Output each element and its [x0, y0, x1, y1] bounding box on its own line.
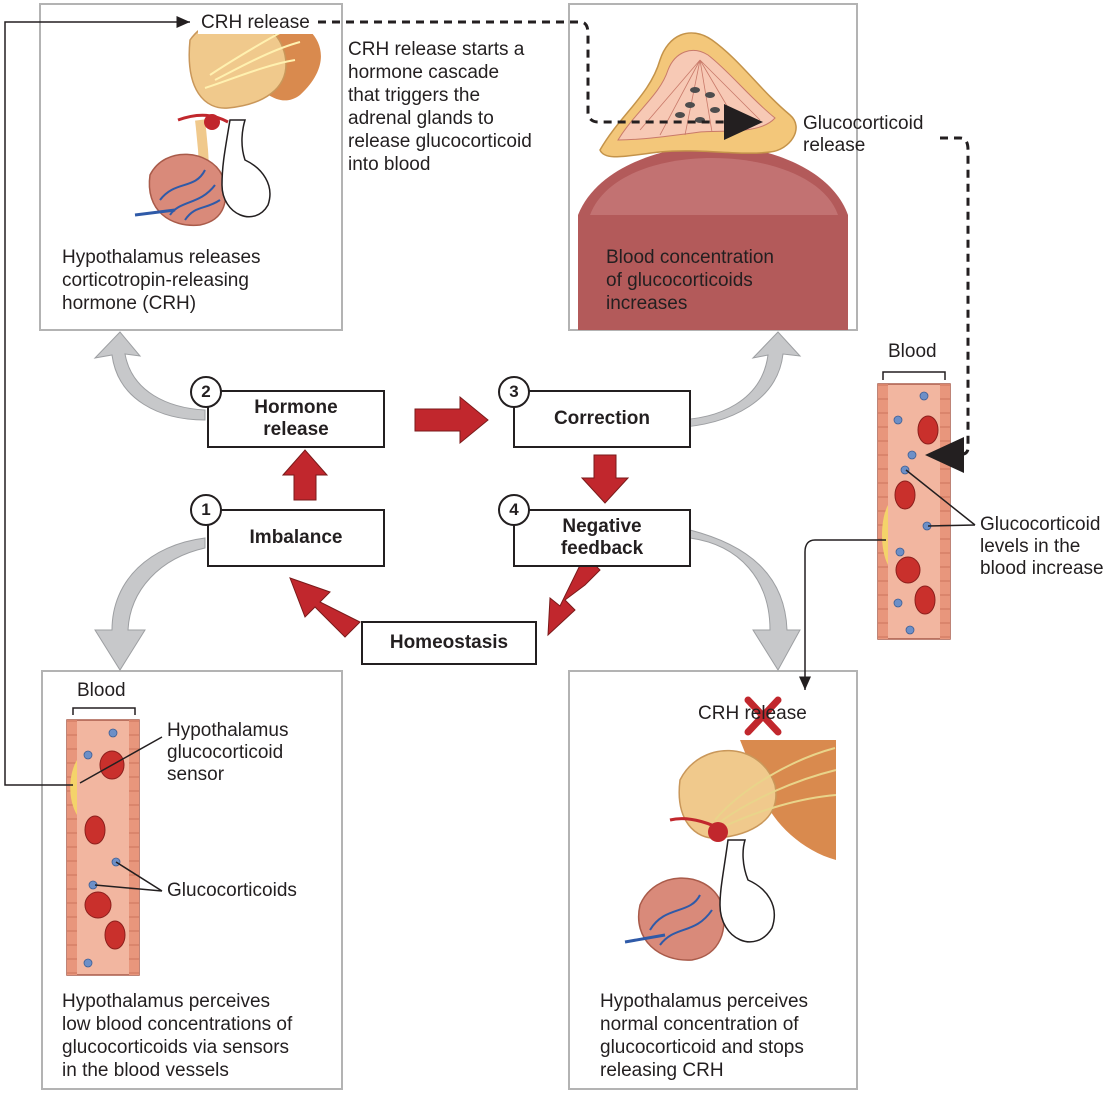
sensor-to-crh-stopped-line: [799, 539, 886, 690]
homeostasis-box: Homeostasis: [361, 621, 537, 665]
caption-blood-concentration-increases: Blood concentration of glucocorticoids i…: [606, 247, 774, 314]
step-box-negative-feedback: Negative feedback: [513, 509, 691, 567]
label-glucocorticoids: Glucocorticoids: [167, 880, 297, 901]
red-arrow-imbalance-to-release: [281, 449, 329, 501]
label-blood-left: Blood: [77, 680, 126, 701]
label-sensor: Hypothalamus glucocorticoid sensor: [167, 720, 289, 785]
red-arrow-correction-to-feedback: [580, 454, 630, 504]
blood-vessel-left: [66, 707, 140, 976]
glucocorticoid-release-dashed-line: [925, 136, 970, 473]
label-blood-right: Blood: [888, 341, 937, 362]
hypothalamus-illustration-bottom: [624, 740, 837, 961]
gray-arrow-to-top-right: [671, 331, 802, 429]
red-arrow-feedback-to-homeostasis: [547, 554, 601, 637]
step-box-correction: Correction: [513, 390, 691, 448]
label-crh-release: CRH release: [198, 12, 313, 34]
blood-vessel-right: [877, 371, 951, 640]
levels-leader-line: [905, 469, 976, 527]
red-arrow-homeostasis-to-imbalance: [289, 577, 361, 638]
glucocorticoids-leader-line: [94, 861, 163, 892]
crh-release-feedback-line: [4, 16, 190, 786]
label-cascade-note: CRH release starts a hormone cascade tha…: [348, 39, 532, 175]
step-number-1: 1: [190, 494, 222, 526]
step-number-4: 4: [498, 494, 530, 526]
gray-arrow-to-bottom-right: [689, 529, 801, 671]
hypothalamus-illustration-top: [134, 15, 321, 227]
crh-cascade-dashed-line: [290, 20, 763, 140]
sensor-leader-line: [79, 736, 163, 784]
caption-hypothalamus-perceives-low: Hypothalamus perceives low blood concent…: [62, 991, 293, 1081]
gray-arrow-to-bottom-left: [94, 537, 206, 671]
red-arrow-release-to-correction: [414, 395, 489, 445]
red-x-mark: [744, 696, 782, 736]
step-number-3: 3: [498, 376, 530, 408]
label-glucocorticoid-release: Glucocorticoid release: [803, 113, 924, 156]
caption-hypothalamus-releases: Hypothalamus releases corticotropin-rele…: [62, 247, 261, 314]
step-box-imbalance: Imbalance: [207, 509, 385, 567]
label-levels-increase: Glucocorticoid levels in the blood incre…: [980, 514, 1104, 579]
caption-hypothalamus-perceives-normal: Hypothalamus perceives normal concentrat…: [600, 991, 809, 1081]
label-crh-release-stopped: CRH release: [698, 703, 807, 724]
step-number-2: 2: [190, 376, 222, 408]
gray-arrow-to-top-left: [93, 331, 206, 421]
step-box-hormone-release: Hormone release: [207, 390, 385, 448]
